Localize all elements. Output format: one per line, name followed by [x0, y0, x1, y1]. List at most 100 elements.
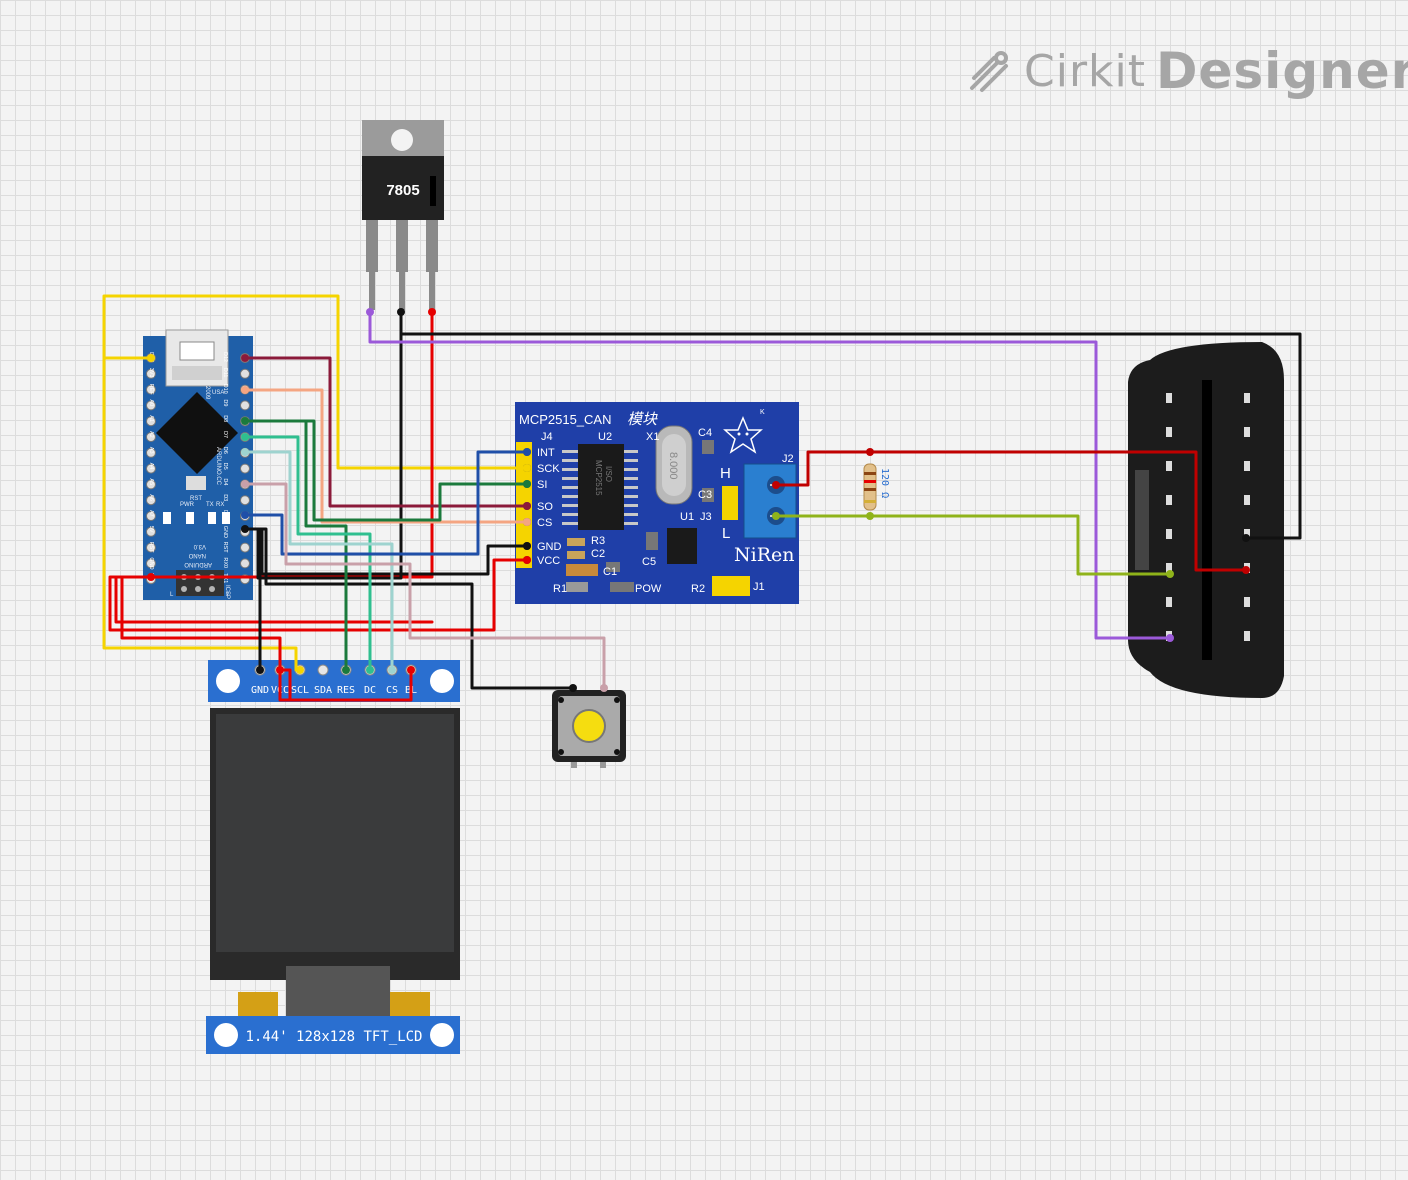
wire-d4-button: [243, 482, 606, 690]
obd-pin-3: [1166, 461, 1172, 471]
svg-text:D6: D6: [222, 447, 228, 454]
nano-pin-d11-r[interactable]: D11: [222, 368, 250, 379]
svg-text:REF: REF: [148, 384, 154, 396]
arduino-silk-pwr: PWR: [180, 502, 195, 508]
nano-pin-rx0-r[interactable]: RX0: [222, 557, 250, 569]
arduino-nano[interactable]: USA 2009 ARDUINO.CC V3.0 NANO ARDUINO RS…: [143, 329, 253, 600]
svg-text:C5: C5: [642, 556, 656, 568]
nano-pin-a6[interactable]: A6: [146, 494, 156, 506]
brand-name-light: Cirkit: [1024, 45, 1146, 97]
arduino-silk-tx: TX: [206, 502, 214, 508]
wire-d2-int: [243, 450, 529, 556]
wire-gnd-obd: [399, 310, 1302, 540]
svg-text:A1: A1: [148, 415, 154, 422]
wire-d8-tft-res: [243, 419, 348, 672]
svg-text:R3: R3: [591, 535, 605, 547]
obd-pin-9: [1244, 393, 1250, 403]
nano-pin-a5[interactable]: A5: [146, 478, 156, 490]
wire-canh-obd: [774, 450, 1248, 572]
arduino-silk-url: ARDUINO.CC: [215, 447, 221, 486]
svg-text:A5: A5: [148, 478, 154, 485]
obd-pin-6: [1166, 563, 1172, 573]
svg-text:H: H: [720, 465, 731, 482]
resistor-120-ohm[interactable]: 120 Ω: [863, 463, 890, 511]
cirkit-designer-logo: Cirkit Designer: [968, 40, 1408, 102]
svg-text:U2: U2: [598, 431, 612, 443]
arduino-silk-1: 1: [226, 592, 230, 598]
wire-regulator-obd-battery: [368, 310, 1172, 640]
svg-text:D3: D3: [222, 494, 228, 501]
arduino-silk-version: V3.0: [193, 543, 206, 549]
tft-pin-sda[interactable]: SDA: [314, 664, 332, 696]
crystal-x1: 8.000: [655, 425, 693, 505]
wire-d10-cs: [243, 388, 529, 524]
svg-text:D2: D2: [222, 510, 228, 517]
svg-text:C1: C1: [603, 566, 617, 578]
obd-pin-4: [1166, 495, 1172, 505]
nano-pin-ref[interactable]: REF: [146, 384, 156, 396]
jumper-j1[interactable]: [712, 576, 750, 596]
voltage-regulator-7805[interactable]: 7805: [362, 120, 444, 310]
nano-pin-d5-r[interactable]: D5: [222, 463, 250, 474]
arduino-silk-rx: RX: [216, 502, 224, 508]
wire-vin-tft-bl: [120, 575, 413, 702]
svg-text:A4: A4: [148, 463, 154, 470]
tft-caption: 1.44' 128x128 TFT_LCD: [245, 1029, 422, 1045]
nano-pin-a0[interactable]: A0: [146, 399, 156, 411]
arduino-silk-nano: NANO: [188, 552, 206, 558]
svg-text:GND: GND: [222, 526, 228, 538]
obd-pin-13: [1244, 529, 1250, 539]
svg-text:K: K: [760, 409, 765, 416]
svg-text:D10: D10: [222, 384, 228, 394]
svg-text:5V: 5V: [148, 526, 154, 533]
nano-pin-a3[interactable]: A3: [146, 447, 156, 458]
svg-text:GND: GND: [537, 541, 562, 553]
jumper-j3[interactable]: [722, 486, 738, 520]
obd2-connector[interactable]: [1128, 342, 1284, 698]
arduino-silk-l: L: [170, 592, 174, 598]
nano-pin-rst-r[interactable]: RST: [222, 542, 250, 554]
obd-pin-1: [1166, 393, 1172, 403]
svg-text:A0: A0: [148, 399, 154, 406]
svg-text:J3: J3: [700, 511, 712, 523]
wires: [102, 294, 1302, 702]
nano-pin-a7[interactable]: A7: [146, 510, 156, 521]
svg-text:D11: D11: [222, 368, 228, 378]
arduino-silk-arduino: ARDUINO: [184, 561, 212, 567]
resistor-value: 120 Ω: [879, 468, 890, 498]
arduino-silk-rst: RST: [190, 496, 202, 502]
svg-text:I/SO: I/SO: [604, 466, 613, 482]
svg-text:D5: D5: [222, 463, 228, 470]
nano-pin-d3-r[interactable]: D3: [222, 494, 250, 506]
nano-pin-5v[interactable]: 5V: [146, 526, 156, 537]
svg-text:C2: C2: [591, 548, 605, 560]
nano-pin-d9-r[interactable]: D9: [222, 399, 250, 411]
svg-text:RES: RES: [337, 685, 355, 696]
nano-pin-a2[interactable]: A2: [146, 431, 156, 442]
wire-endpoints: [147, 308, 1250, 692]
can-header-ref: J4: [541, 431, 553, 443]
can-module-title: MCP2515_CAN: [519, 412, 612, 427]
nano-pin-gnd[interactable]: GND: [146, 557, 156, 570]
svg-text:J1: J1: [753, 581, 765, 593]
svg-text:VCC: VCC: [537, 555, 560, 567]
svg-text:8.000: 8.000: [667, 452, 679, 480]
svg-text:J2: J2: [782, 453, 794, 465]
svg-text:CS: CS: [386, 685, 398, 696]
wire-d6-tft-cs: [243, 450, 394, 672]
nano-pin-a1[interactable]: A1: [146, 415, 156, 427]
svg-text:D4: D4: [222, 478, 228, 485]
nano-pin-rst[interactable]: RST: [146, 542, 156, 554]
svg-text:CS: CS: [537, 517, 552, 529]
obd-pin-2: [1166, 427, 1172, 437]
nano-pin-3v3[interactable]: 3V3: [146, 368, 156, 379]
svg-text:A7: A7: [148, 510, 154, 517]
pushbutton[interactable]: [552, 690, 626, 768]
nano-pin-a4[interactable]: A4: [146, 463, 156, 474]
svg-text:SCK: SCK: [537, 463, 560, 475]
obd-pin-5: [1166, 529, 1172, 539]
can-terminal-block: [743, 463, 797, 539]
